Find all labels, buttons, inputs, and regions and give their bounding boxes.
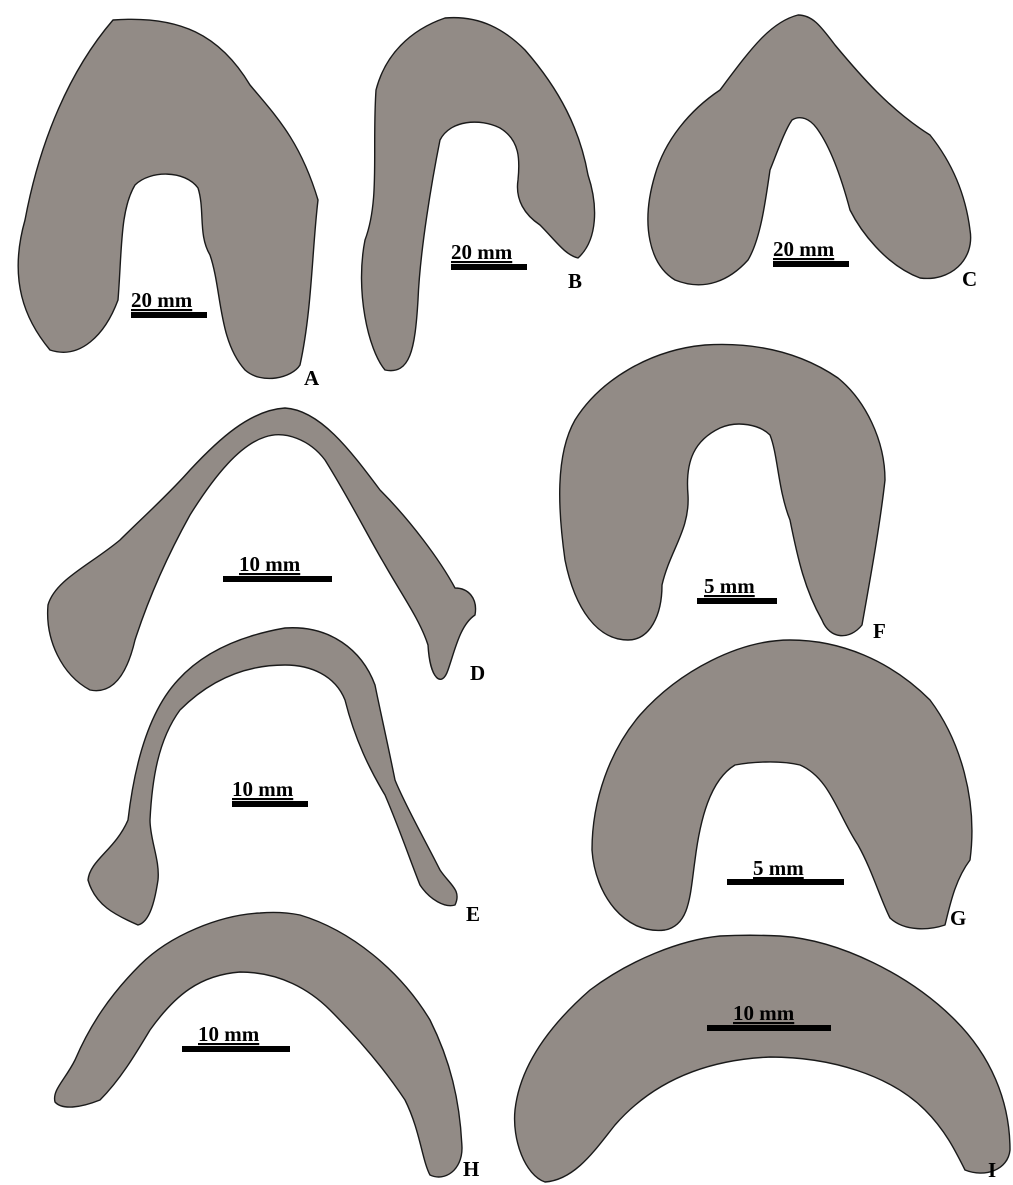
panel-i: 10 mm I — [515, 935, 1010, 1182]
panel-f: 5 mm F — [560, 344, 886, 643]
shape-i — [515, 935, 1010, 1182]
panel-letter-i: I — [988, 1158, 996, 1182]
scale-label-d: 10 mm — [239, 552, 301, 576]
panel-letter-d: D — [470, 661, 485, 685]
panel-letter-h: H — [463, 1157, 479, 1181]
panel-letter-g: G — [950, 906, 966, 930]
shape-g — [592, 640, 972, 930]
scale-bar-g — [727, 879, 844, 885]
scale-label-i: 10 mm — [733, 1001, 795, 1025]
scale-bar-a — [131, 312, 207, 318]
scale-bar-d — [223, 576, 332, 582]
panel-g: 5 mm G — [592, 640, 972, 930]
shape-a — [18, 19, 318, 378]
scale-bar-h — [182, 1046, 290, 1052]
scale-label-a: 20 mm — [131, 288, 193, 312]
scale-bar-i — [707, 1025, 831, 1031]
shape-b — [362, 18, 595, 371]
panel-b: 20 mm B — [362, 18, 595, 371]
panel-letter-f: F — [873, 619, 886, 643]
panel-c: 20 mm C — [648, 15, 977, 291]
scale-label-f: 5 mm — [704, 574, 755, 598]
panel-letter-b: B — [568, 269, 582, 293]
scale-label-h: 10 mm — [198, 1022, 260, 1046]
panel-e: 10 mm E — [88, 628, 480, 926]
panel-h: 10 mm H — [55, 912, 480, 1181]
scale-label-b: 20 mm — [451, 240, 513, 264]
scale-label-c: 20 mm — [773, 237, 835, 261]
panel-letter-c: C — [962, 267, 977, 291]
scale-label-g: 5 mm — [753, 856, 804, 880]
scale-bar-e — [232, 801, 308, 807]
scale-bar-b — [451, 264, 527, 270]
panel-a: 20 mm A — [18, 19, 320, 390]
scale-label-e: 10 mm — [232, 777, 294, 801]
panel-letter-e: E — [466, 902, 480, 926]
scale-bar-c — [773, 261, 849, 267]
scale-bar-f — [697, 598, 777, 604]
panel-letter-a: A — [304, 366, 320, 390]
